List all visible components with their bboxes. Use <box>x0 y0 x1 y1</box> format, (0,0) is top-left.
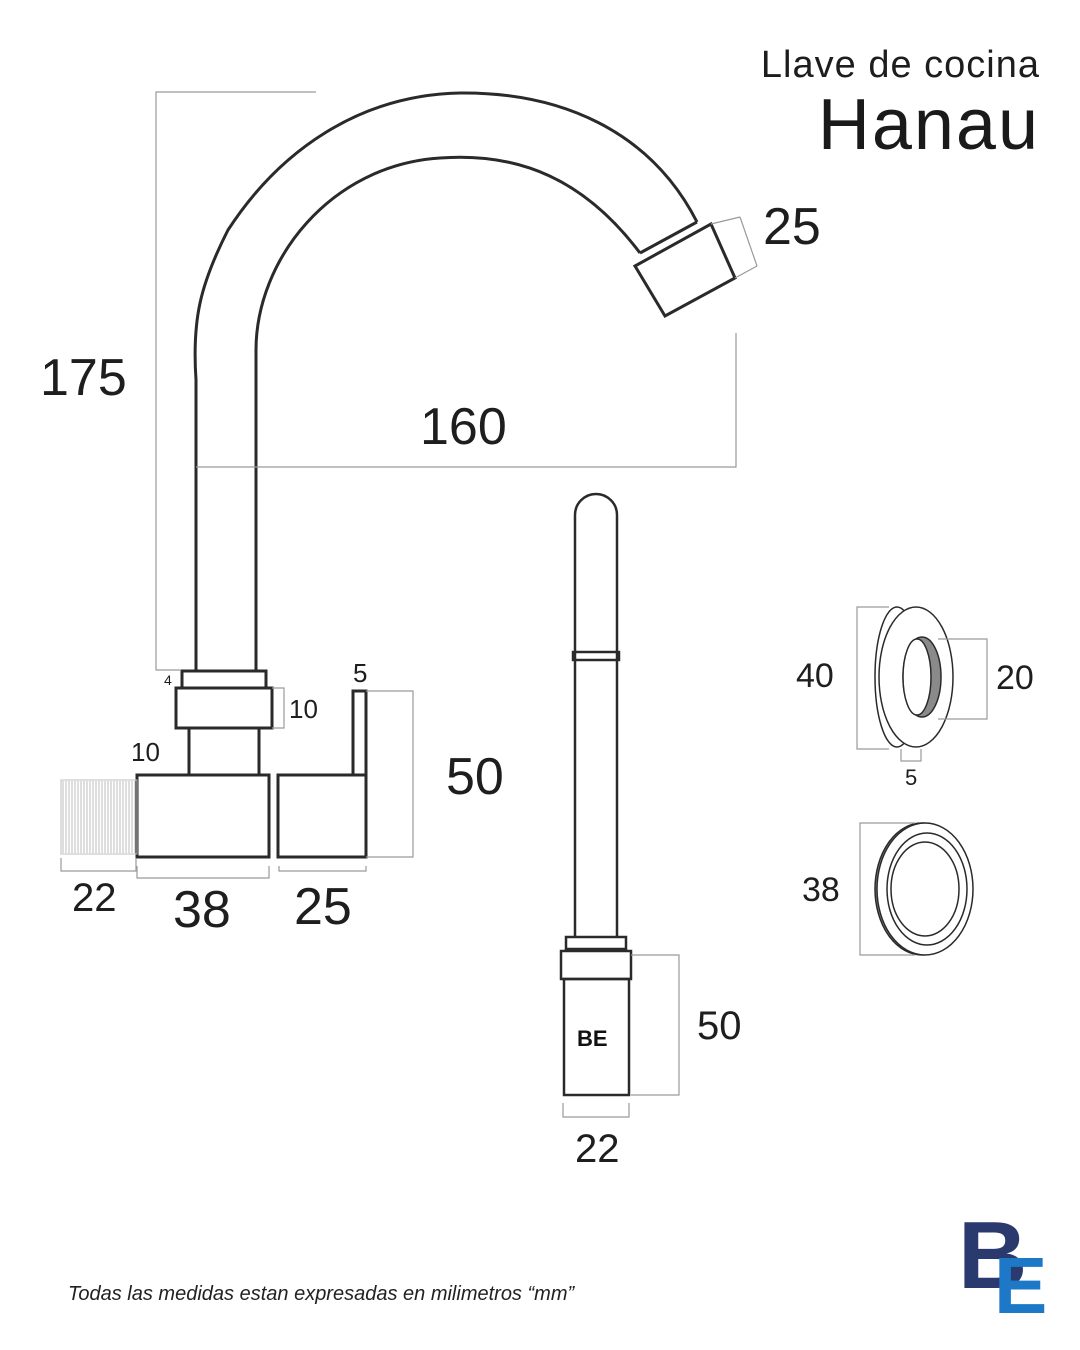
product-title: Hanau <box>817 85 1040 165</box>
aerator-join <box>639 220 698 255</box>
faucet-front-view <box>559 492 633 1097</box>
mini-brand-logo: BE <box>577 1026 608 1051</box>
escutcheon-part <box>874 606 954 748</box>
front-band <box>571 650 621 662</box>
collar-outline <box>180 669 268 690</box>
dimension-label-thread: 22 <box>72 876 117 920</box>
dimension-label-spout-height: 175 <box>40 349 127 407</box>
dimension-label-spout-reach: 160 <box>420 398 507 456</box>
dimension-label-collar: 4 <box>164 672 172 688</box>
dimension-label-front-width: 22 <box>575 1127 620 1171</box>
dimension-label-ring: 38 <box>802 871 840 909</box>
front-body <box>562 977 631 1097</box>
threaded-inlet <box>60 779 138 855</box>
spout-inner-edge <box>254 155 642 670</box>
faucet-side-view <box>135 91 737 859</box>
neck-outline <box>187 726 261 777</box>
dimension-label-front-height: 50 <box>697 1004 742 1048</box>
dimension-label-nut: 10 <box>289 694 318 724</box>
units-footnote: Todas las medidas estan expresadas en mi… <box>68 1283 575 1305</box>
dimension-label-escutcheon-inner: 20 <box>996 659 1034 697</box>
product-subtitle: Llave de cocina <box>760 44 1040 86</box>
dimension-label-body-width: 38 <box>173 881 231 939</box>
front-collar <box>564 935 628 951</box>
dimension-label-neck: 10 <box>131 737 160 767</box>
dimension-label-handle: 5 <box>353 658 368 688</box>
body-outline <box>135 773 271 859</box>
aerator-outline <box>632 221 737 319</box>
front-nut <box>559 949 633 981</box>
brand-logo-b: B <box>958 1202 1028 1309</box>
ring-part <box>874 822 974 956</box>
dimension-label-escutcheon-depth: 5 <box>905 765 918 790</box>
dimension-label-escutcheon-outer: 40 <box>796 657 834 695</box>
dimension-label-handle-width: 25 <box>294 878 352 936</box>
spout-outer-edge <box>193 91 699 670</box>
side-dimension-lines <box>60 91 758 879</box>
brand-logo-e: E <box>994 1241 1048 1330</box>
dimension-label-aerator: 25 <box>763 198 821 256</box>
nut-outline <box>174 686 274 730</box>
dimension-label-body-height: 50 <box>446 748 504 806</box>
handle-lever-outline <box>351 689 368 777</box>
front-spout-outline <box>573 492 619 937</box>
ring-dimension-lines <box>859 822 915 956</box>
escutcheon-dimension-lines <box>856 606 988 762</box>
handle-block-outline <box>276 773 368 859</box>
front-dimension-lines <box>562 954 680 1118</box>
